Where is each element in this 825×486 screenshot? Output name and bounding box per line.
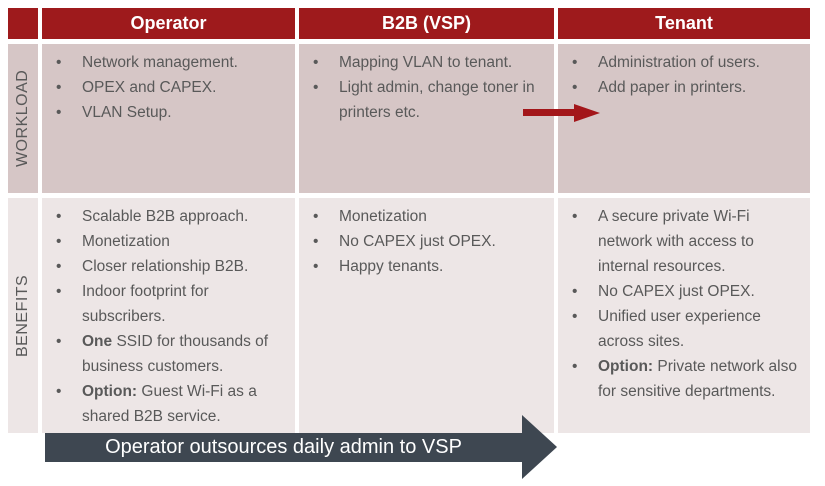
row-label-workload: WORKLOAD — [8, 44, 38, 193]
bullet-item: No CAPEX just OPEX. — [299, 229, 546, 254]
bullet-list: Scalable B2B approach.MonetizationCloser… — [42, 204, 287, 429]
cell-benefits-b2b: MonetizationNo CAPEX just OPEX.Happy ten… — [299, 198, 554, 433]
bullet-item: Option: Private network also for sensiti… — [558, 354, 802, 404]
table-corner-cell — [8, 8, 38, 39]
row-label-benefits: BENEFITS — [8, 198, 38, 433]
bullet-item: Mapping VLAN to tenant. — [299, 50, 546, 75]
bullet-item: No CAPEX just OPEX. — [558, 279, 802, 304]
bullet-item: Monetization — [299, 204, 546, 229]
bullet-item: OPEX and CAPEX. — [42, 75, 287, 100]
bullet-item: Unified user experience across sites. — [558, 304, 802, 354]
bullet-item: Network management. — [42, 50, 287, 75]
bullet-list: Network management.OPEX and CAPEX.VLAN S… — [42, 50, 287, 125]
outsource-arrow-label: Operator outsources daily admin to VSP — [105, 436, 462, 458]
bullet-item: VLAN Setup. — [42, 100, 287, 125]
bullet-list: Mapping VLAN to tenant.Light admin, chan… — [299, 50, 546, 125]
bullet-list: Administration of users.Add paper in pri… — [558, 50, 802, 100]
bullet-item: One SSID for thousands of business custo… — [42, 329, 287, 379]
responsibility-table: Operator B2B (VSP) Tenant WORKLOAD Netwo… — [8, 8, 810, 433]
bullet-item: Indoor footprint for subscribers. — [42, 279, 287, 329]
bullet-list: A secure private Wi-Fi network with acce… — [558, 204, 802, 404]
bullet-item: Add paper in printers. — [558, 75, 802, 100]
handover-arrow — [523, 109, 574, 116]
cell-benefits-tenant: A secure private Wi-Fi network with acce… — [558, 198, 810, 433]
column-header-b2b-vsp: B2B (VSP) — [299, 8, 554, 39]
cell-benefits-operator: Scalable B2B approach.MonetizationCloser… — [42, 198, 295, 433]
bullet-item: Closer relationship B2B. — [42, 254, 287, 279]
outsource-arrow: Operator outsources daily admin to VSP — [45, 433, 522, 462]
bullet-item: Monetization — [42, 229, 287, 254]
cell-workload-tenant: Administration of users.Add paper in pri… — [558, 44, 810, 193]
bullet-item: Happy tenants. — [299, 254, 546, 279]
bullet-item: Scalable B2B approach. — [42, 204, 287, 229]
bullet-item: Option: Guest Wi-Fi as a shared B2B serv… — [42, 379, 287, 429]
column-header-operator: Operator — [42, 8, 295, 39]
bullet-item: Administration of users. — [558, 50, 802, 75]
cell-workload-operator: Network management.OPEX and CAPEX.VLAN S… — [42, 44, 295, 193]
bullet-list: MonetizationNo CAPEX just OPEX.Happy ten… — [299, 204, 546, 279]
outsource-arrow-head-icon — [522, 415, 557, 479]
bullet-item: Light admin, change toner in printers et… — [299, 75, 546, 125]
bullet-item: A secure private Wi-Fi network with acce… — [558, 204, 802, 279]
cell-workload-b2b: Mapping VLAN to tenant.Light admin, chan… — [299, 44, 554, 193]
column-header-tenant: Tenant — [558, 8, 810, 39]
handover-arrow-head-icon — [574, 104, 600, 122]
